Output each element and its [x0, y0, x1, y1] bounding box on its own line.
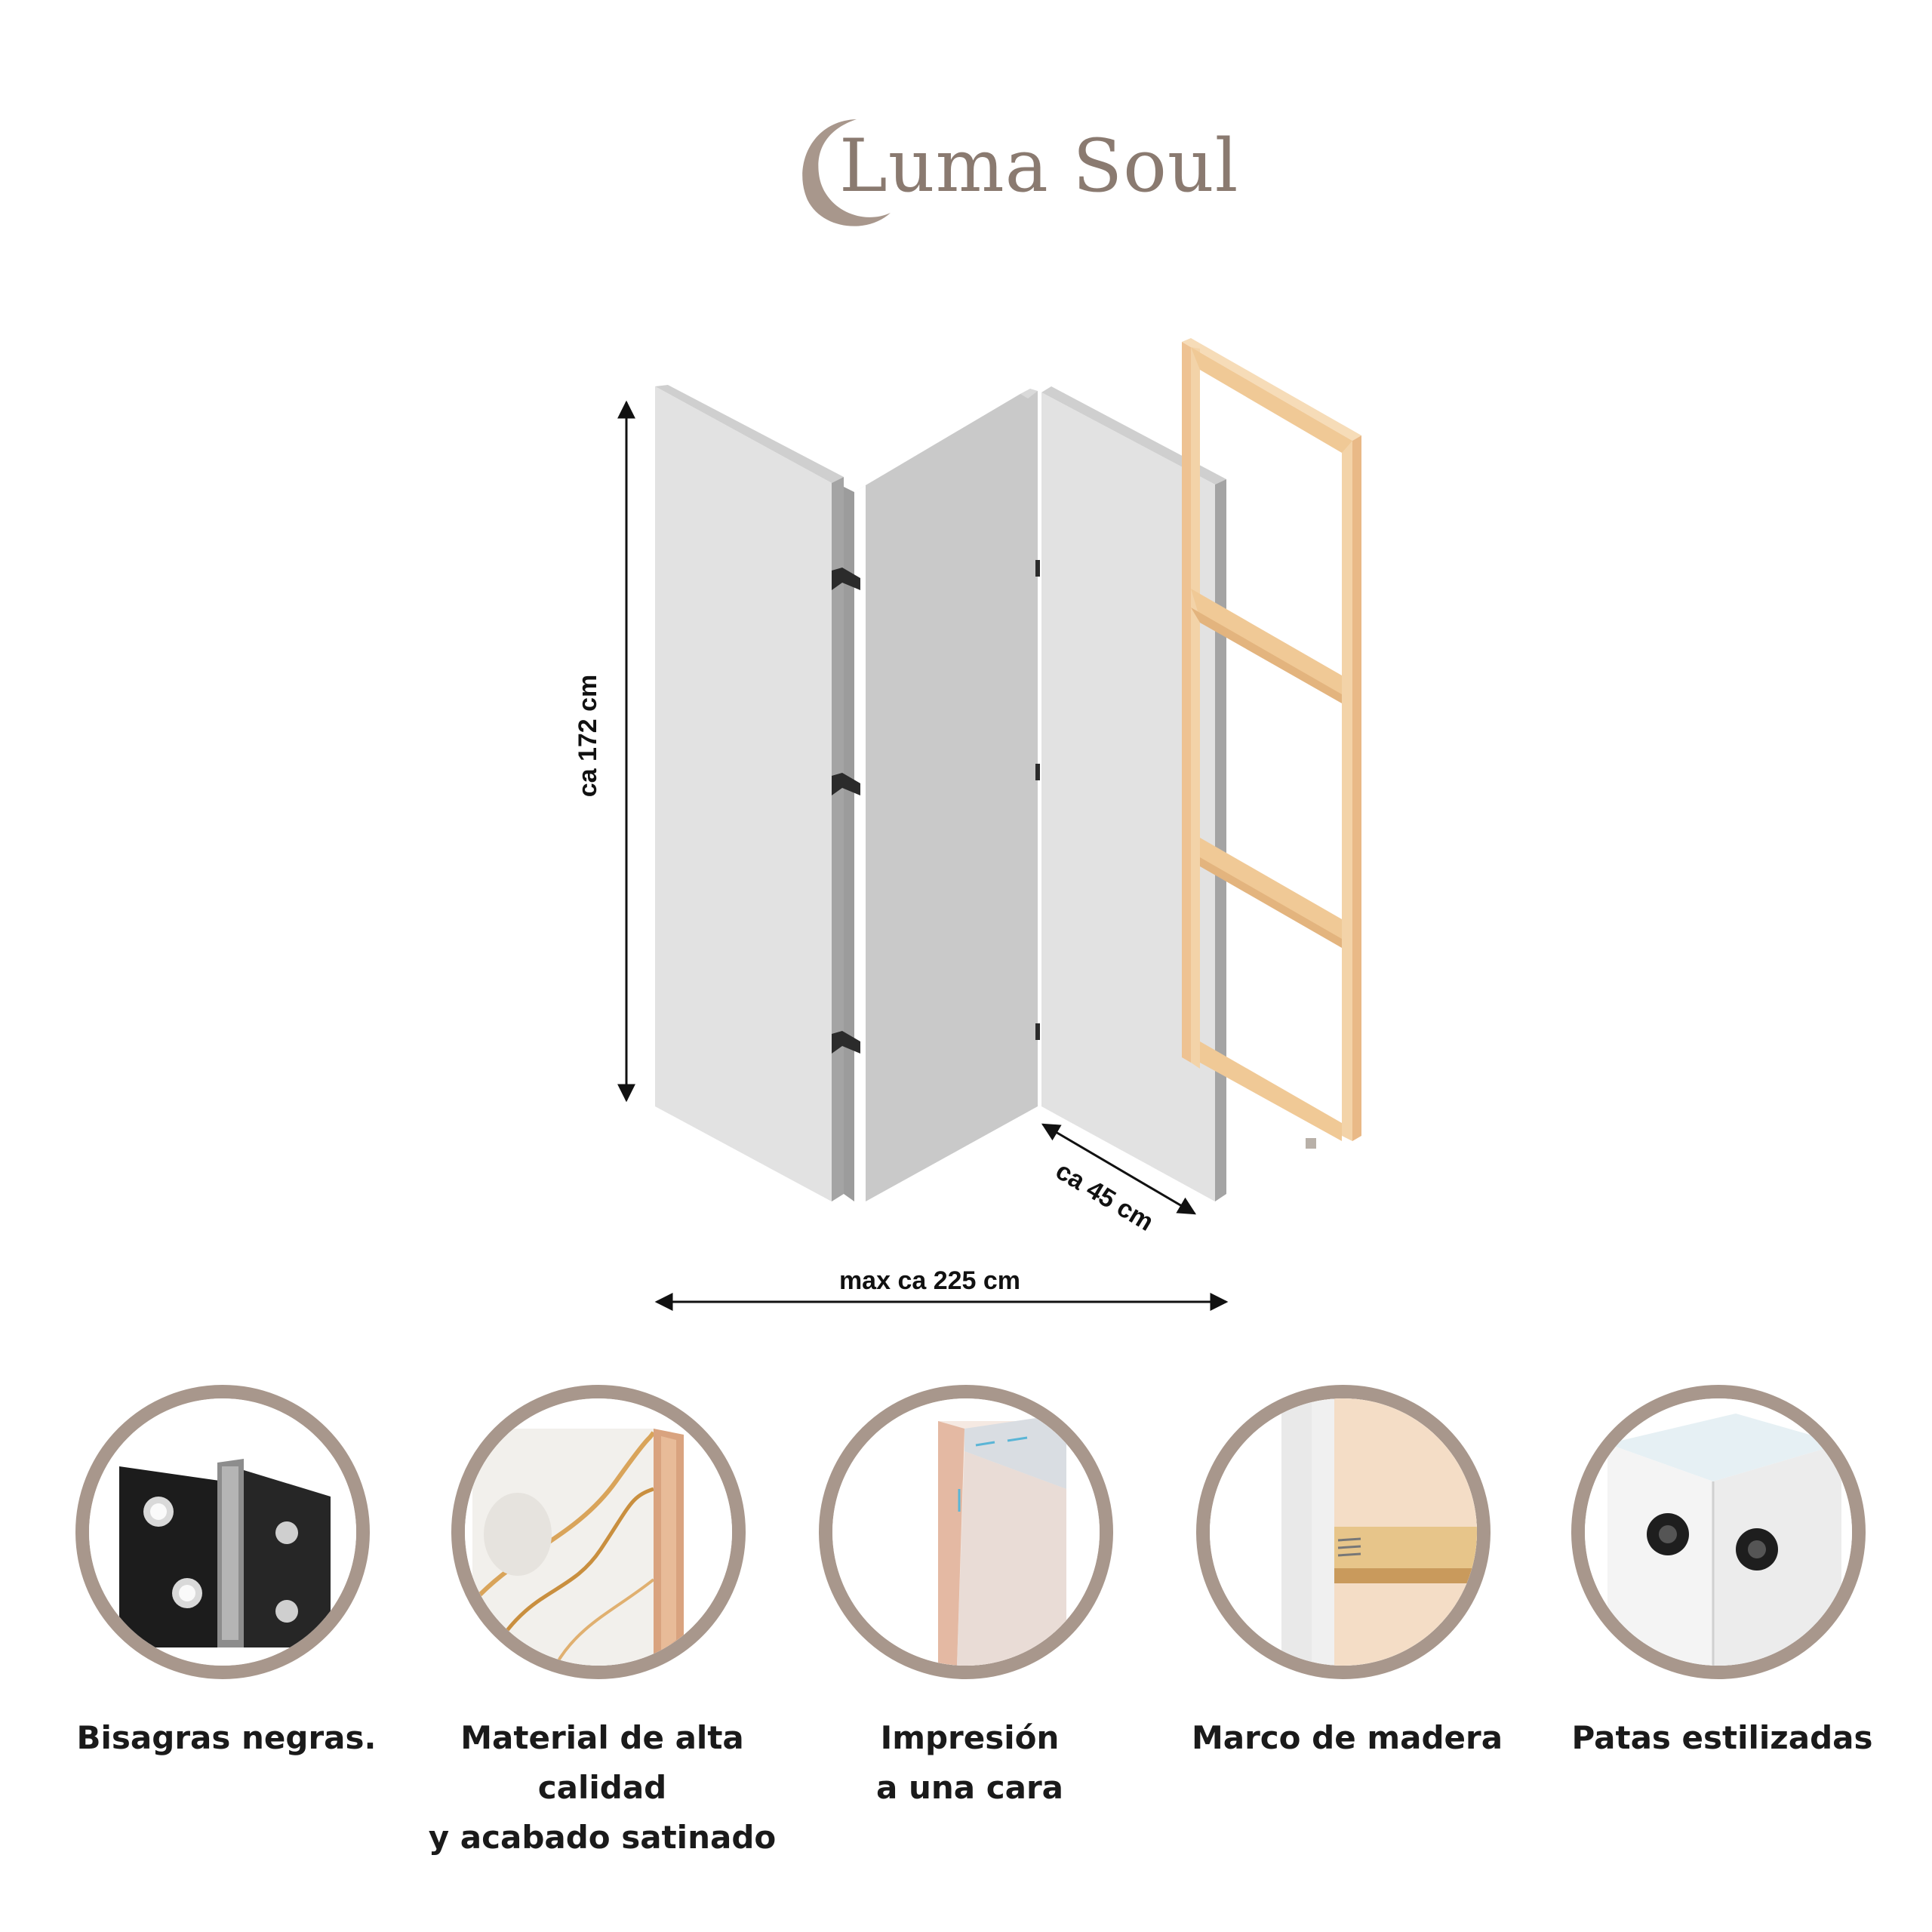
feature-material: Material de alta calidad y acabado satin… — [429, 1385, 776, 1856]
feature-hinges-caption: Bisagras negras. — [76, 1719, 377, 1756]
feature-hinges: Bisagras negras. — [60, 1385, 392, 1807]
feet-icon — [1585, 1398, 1852, 1666]
brand-name: Luma Soul — [839, 124, 1239, 208]
feature-wood-frame-photo — [1196, 1385, 1491, 1679]
feature-hinges-photo — [75, 1385, 370, 1679]
hinge-markers — [832, 560, 1040, 1054]
panel-width-arrow — [1041, 1123, 1197, 1215]
feature-feet-caption: Patas estilizadas — [1571, 1719, 1873, 1756]
crescent-moon-icon — [802, 119, 891, 226]
feature-material-photo — [451, 1385, 746, 1679]
material-icon — [465, 1398, 732, 1666]
height-label: ca 172 cm — [574, 675, 602, 798]
feature-feet-photo — [1571, 1385, 1866, 1679]
feature-wood-frame-caption: Marco de madera — [1191, 1719, 1503, 1756]
feature-material-caption: Material de alta calidad y acabado satin… — [428, 1719, 777, 1856]
hinge-icon — [89, 1398, 356, 1666]
screen-panel-middle — [844, 389, 1038, 1201]
brand-logo: Luma Soul — [785, 113, 1238, 234]
total-width-label: max ca 225 cm — [839, 1266, 1020, 1295]
feature-print: Impresión a una cara — [804, 1385, 1136, 1807]
feature-wood-frame: Marco de madera — [1181, 1385, 1513, 1807]
panel-width-label: ca 45 cm — [1051, 1156, 1158, 1237]
feature-print-caption: Impresión a una cara — [875, 1719, 1064, 1806]
screen-panel-right — [1041, 386, 1226, 1201]
wood-frame-icon — [1210, 1398, 1477, 1666]
folding-screen-diagram: ca 172 cm ca 45 cm max ca 225 cm — [574, 338, 1361, 1311]
feature-print-photo — [819, 1385, 1113, 1679]
feature-feet: Patas estilizadas — [1556, 1385, 1888, 1807]
screen-panel-left — [655, 385, 844, 1201]
wooden-frame — [1182, 338, 1361, 1149]
print-icon — [832, 1398, 1100, 1666]
